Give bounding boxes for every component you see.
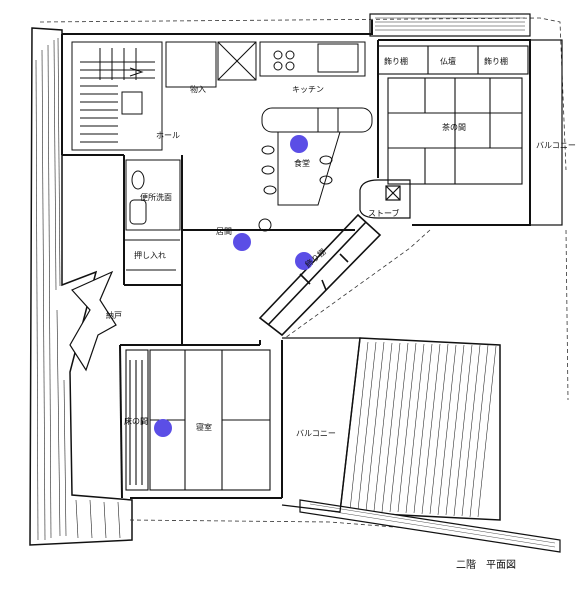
marker-dining <box>290 135 308 153</box>
stove <box>359 179 411 219</box>
plan-caption: 二階 平面図 <box>456 559 516 571</box>
location-markers <box>154 135 313 437</box>
label-kitchen: キッチン <box>292 85 324 94</box>
label-chanoma: 茶の間 <box>442 122 466 132</box>
marker-living <box>233 233 251 251</box>
marker-shelf <box>295 252 313 270</box>
chanoma-tatami <box>377 45 529 185</box>
label-butsudan: 仏壇 <box>440 56 456 66</box>
label-tokonoma: 床の間 <box>124 416 148 426</box>
label-shinshitsu: 寝室 <box>196 422 212 432</box>
label-monoire: 物入 <box>190 84 206 94</box>
label-hall: ホール <box>156 131 180 140</box>
balcony-south-deck <box>299 337 561 553</box>
label-balcony-south: バルコニー <box>296 429 336 438</box>
label-oshiire: 押し入れ <box>134 250 166 260</box>
label-stove: ストーブ <box>368 208 400 218</box>
label-kazaridana-left: 飾り棚 <box>384 56 408 66</box>
entrance-arrow <box>69 270 117 372</box>
toilet-washroom <box>125 159 181 231</box>
label-shokudo: 食堂 <box>294 158 310 168</box>
label-kazaridana-right: 飾り棚 <box>484 56 508 66</box>
kitchen-fixtures <box>165 41 373 232</box>
dining-chairs <box>261 145 333 195</box>
diagonal-corridor <box>258 213 382 337</box>
balcony-south-frame <box>281 337 361 513</box>
staircase <box>71 41 163 151</box>
marker-tokonoma <box>154 419 172 437</box>
bedroom-tatami <box>125 349 271 491</box>
closet <box>124 239 180 271</box>
label-nando: 納戸 <box>106 310 122 320</box>
label-benjo-senmen: 便所洗面 <box>140 192 172 202</box>
label-ima: 居間 <box>216 227 232 236</box>
label-balcony-east: バルコニー <box>536 141 576 150</box>
